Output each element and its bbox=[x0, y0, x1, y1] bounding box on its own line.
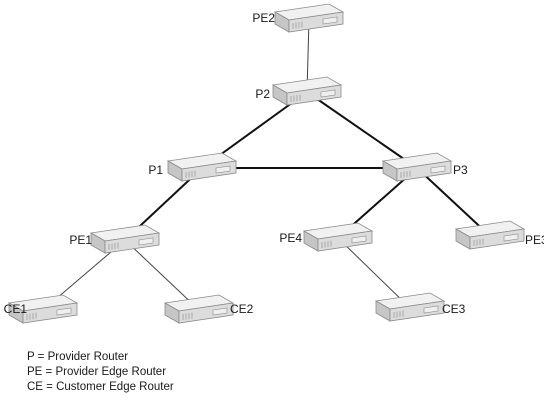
node-pe2: PE2 bbox=[252, 3, 345, 33]
node-label-pe4: PE4 bbox=[279, 231, 302, 245]
node-ce2: CE2 bbox=[163, 294, 254, 324]
node-label-ce3: CE3 bbox=[442, 302, 466, 316]
legend: P = Provider Router PE = Provider Edge R… bbox=[27, 350, 174, 395]
node-p3: P3 bbox=[381, 152, 468, 182]
legend-item-pe: PE = Provider Edge Router bbox=[27, 366, 167, 378]
router-icon bbox=[89, 224, 161, 254]
node-ce1: CE1 bbox=[4, 294, 79, 324]
router-icon bbox=[273, 3, 345, 33]
node-label-pe1: PE1 bbox=[69, 233, 92, 247]
router-icon bbox=[271, 76, 343, 106]
node-p2: P2 bbox=[255, 76, 343, 106]
router-icon bbox=[374, 292, 446, 322]
router-icon bbox=[7, 294, 79, 324]
node-label-p2: P2 bbox=[255, 87, 270, 101]
legend-item-ce: CE = Customer Edge Router bbox=[27, 381, 174, 393]
node-pe4: PE4 bbox=[279, 222, 374, 252]
node-label-pe3: PE3 bbox=[525, 233, 544, 247]
node-label-ce2: CE2 bbox=[230, 302, 254, 316]
node-label-ce1: CE1 bbox=[4, 302, 28, 316]
router-icon bbox=[302, 222, 374, 252]
node-pe1: PE1 bbox=[69, 224, 161, 254]
legend-item-p: P = Provider Router bbox=[27, 351, 129, 363]
router-icon bbox=[163, 294, 235, 324]
router-icon bbox=[454, 220, 526, 250]
node-label-pe2: PE2 bbox=[252, 11, 275, 25]
router-icon bbox=[381, 152, 453, 182]
link-p2-p3 bbox=[306, 91, 418, 169]
node-label-p3: P3 bbox=[453, 163, 468, 177]
router-icon bbox=[166, 152, 238, 182]
link-pe4-ce3 bbox=[337, 237, 411, 309]
link-pe1-ce2 bbox=[124, 239, 200, 311]
node-label-p1: P1 bbox=[148, 163, 163, 177]
link-p3-pe3 bbox=[416, 167, 491, 237]
node-p1: P1 bbox=[148, 152, 238, 182]
node-pe3: PE3 bbox=[454, 220, 544, 250]
node-ce3: CE3 bbox=[374, 292, 466, 322]
